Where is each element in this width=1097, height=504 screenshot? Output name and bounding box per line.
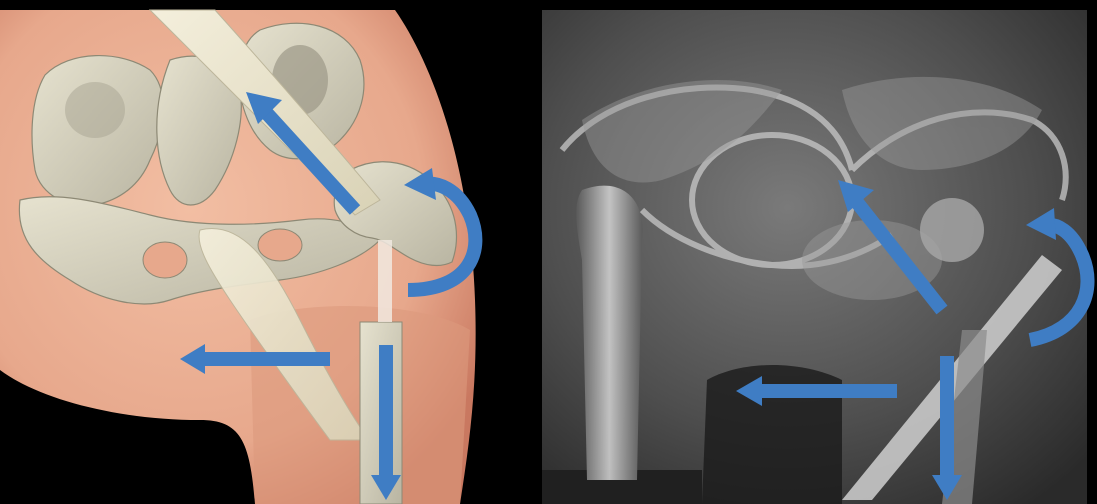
pelvis-radiograph: [542, 0, 1097, 504]
iliac-fossa-shadow-left: [65, 82, 125, 138]
anatomy-illustration: [0, 0, 542, 504]
obturator-foramen-right: [258, 229, 302, 261]
radiograph-panel: [542, 0, 1097, 504]
obturator-foramen-left: [143, 242, 187, 278]
femoral-head-right: [920, 198, 984, 262]
femur-shaft-upper: [378, 240, 392, 322]
anatomy-illustration-panel: [0, 0, 542, 504]
femur-left: [576, 186, 642, 480]
